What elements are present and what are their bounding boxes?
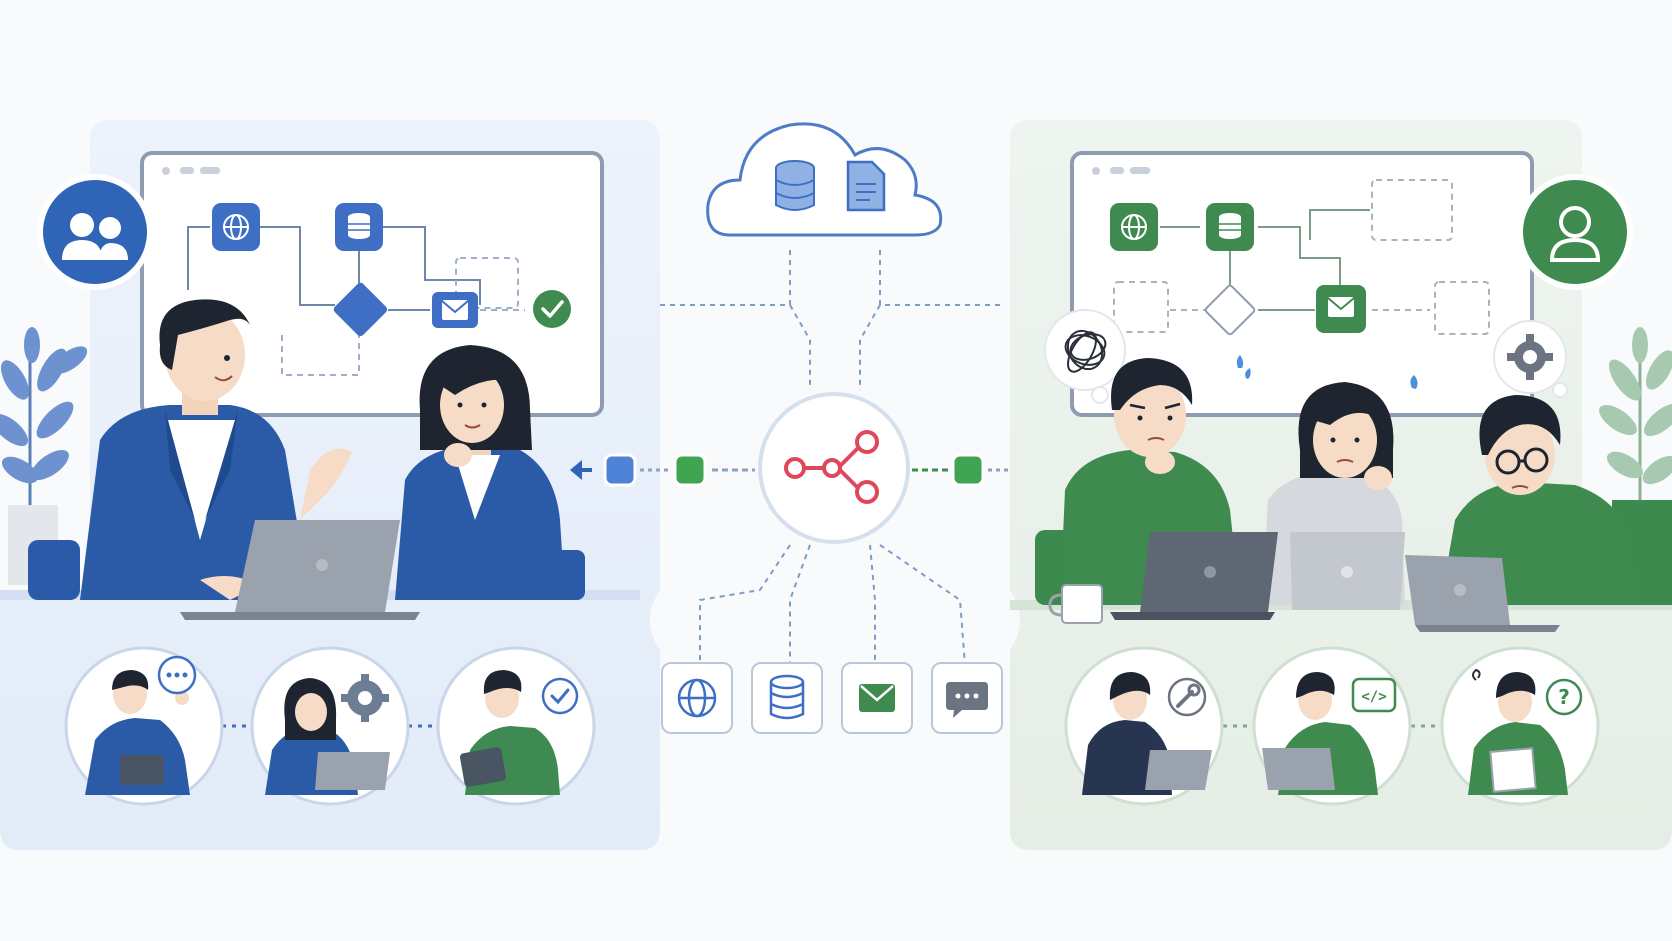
code-bubble-text: </> bbox=[1361, 689, 1386, 705]
woman-listening bbox=[395, 345, 585, 600]
chat-icon bbox=[157, 655, 197, 695]
mail-icon bbox=[432, 292, 478, 328]
globe-icon bbox=[212, 203, 260, 251]
role-coder: </> bbox=[1252, 646, 1412, 806]
center-connections bbox=[660, 250, 1000, 666]
mail-icon bbox=[1316, 285, 1366, 333]
role-engineer bbox=[1064, 646, 1224, 806]
decision-diamond bbox=[1204, 284, 1256, 336]
database-icon bbox=[775, 160, 815, 211]
coffee-mug bbox=[1048, 584, 1103, 624]
plant-left bbox=[0, 327, 88, 585]
left-roles-row bbox=[64, 646, 596, 806]
left-data-flow bbox=[570, 453, 755, 487]
check-icon bbox=[533, 290, 571, 328]
person-icon bbox=[1517, 174, 1633, 290]
wrench-icon bbox=[1167, 677, 1207, 717]
check-icon bbox=[541, 677, 579, 715]
globe-icon bbox=[661, 662, 733, 734]
gear-icon bbox=[1493, 320, 1568, 398]
role-reviewer bbox=[436, 646, 596, 806]
question-icon: ? bbox=[1545, 678, 1583, 716]
role-tester: ? bbox=[1440, 646, 1600, 806]
gear-icon bbox=[341, 674, 389, 722]
laptop-left bbox=[180, 520, 420, 620]
role-developer bbox=[250, 646, 410, 806]
service-icons-row bbox=[661, 662, 1003, 734]
right-workflow-board bbox=[1070, 151, 1534, 417]
question-mark-text: ? bbox=[1558, 685, 1570, 709]
laptops-right bbox=[1110, 532, 1560, 632]
globe-icon bbox=[1110, 203, 1158, 251]
plant-right bbox=[1599, 327, 1672, 520]
database-icon bbox=[335, 203, 383, 251]
mail-icon bbox=[841, 662, 913, 734]
document-icon bbox=[846, 160, 886, 212]
cloud-icon bbox=[706, 122, 943, 237]
tangle-icon bbox=[1044, 309, 1126, 404]
share-icon bbox=[758, 392, 910, 544]
database-icon bbox=[1206, 203, 1254, 251]
role-presenter bbox=[64, 646, 224, 806]
people-icon bbox=[37, 174, 153, 290]
database-icon bbox=[751, 662, 823, 734]
chat-icon bbox=[931, 662, 1003, 734]
right-roles-row: </> ? bbox=[1064, 646, 1600, 806]
code-icon: </> bbox=[1351, 677, 1397, 713]
decision-diamond bbox=[333, 282, 388, 337]
